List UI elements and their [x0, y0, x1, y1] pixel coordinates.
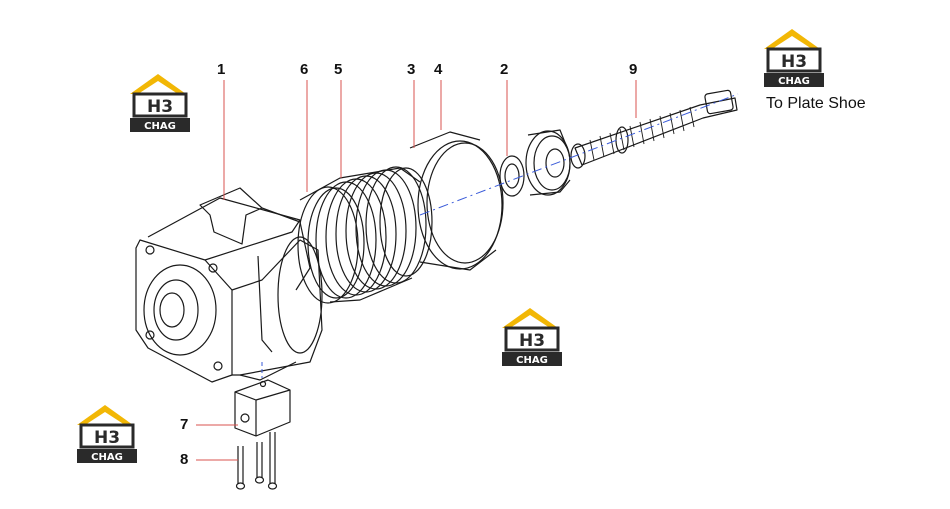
- callout-4: 4: [434, 61, 443, 78]
- part-6-5-disc-pack: [297, 166, 433, 304]
- leader-lines: [196, 80, 637, 461]
- svg-text:H3: H3: [781, 52, 807, 72]
- callout-5: 5: [334, 61, 343, 78]
- brand-logo-watermark: H3 CHAG: [762, 27, 826, 89]
- brand-logo-watermark: H3 CHAG: [75, 403, 139, 465]
- callout-2: 2: [500, 61, 509, 78]
- callout-9: 9: [629, 61, 638, 78]
- brand-logo-watermark: H3 CHAG: [128, 72, 192, 134]
- logo-icon: H3 CHAG: [764, 29, 824, 87]
- part-3-4-seal-ring: [409, 131, 504, 271]
- callout-3: 3: [407, 61, 416, 78]
- svg-text:CHAG: CHAG: [516, 355, 548, 366]
- part-9-splined-shaft: [570, 89, 738, 169]
- callout-6: 6: [300, 61, 309, 78]
- svg-text:CHAG: CHAG: [778, 76, 810, 87]
- part-2-bearing: [499, 129, 571, 197]
- to-plate-shoe-caption: To Plate Shoe: [766, 95, 866, 112]
- svg-text:H3: H3: [94, 428, 120, 448]
- callout-8: 8: [180, 451, 189, 468]
- callout-1: 1: [217, 61, 226, 78]
- svg-text:CHAG: CHAG: [91, 452, 123, 463]
- callout-7: 7: [180, 416, 189, 433]
- logo-icon: H3 CHAG: [502, 308, 562, 366]
- center-axis: [419, 93, 739, 216]
- svg-text:CHAG: CHAG: [144, 121, 176, 132]
- logo-icon: H3 CHAG: [130, 74, 190, 132]
- svg-text:H3: H3: [519, 331, 545, 351]
- svg-text:H3: H3: [147, 97, 173, 117]
- part-8-bolts: [235, 432, 278, 490]
- part-1-motor-housing: [135, 187, 323, 383]
- brand-logo-watermark: H3 CHAG: [500, 306, 564, 368]
- part-7-valve-block: [234, 379, 291, 437]
- logo-icon: H3 CHAG: [77, 405, 137, 463]
